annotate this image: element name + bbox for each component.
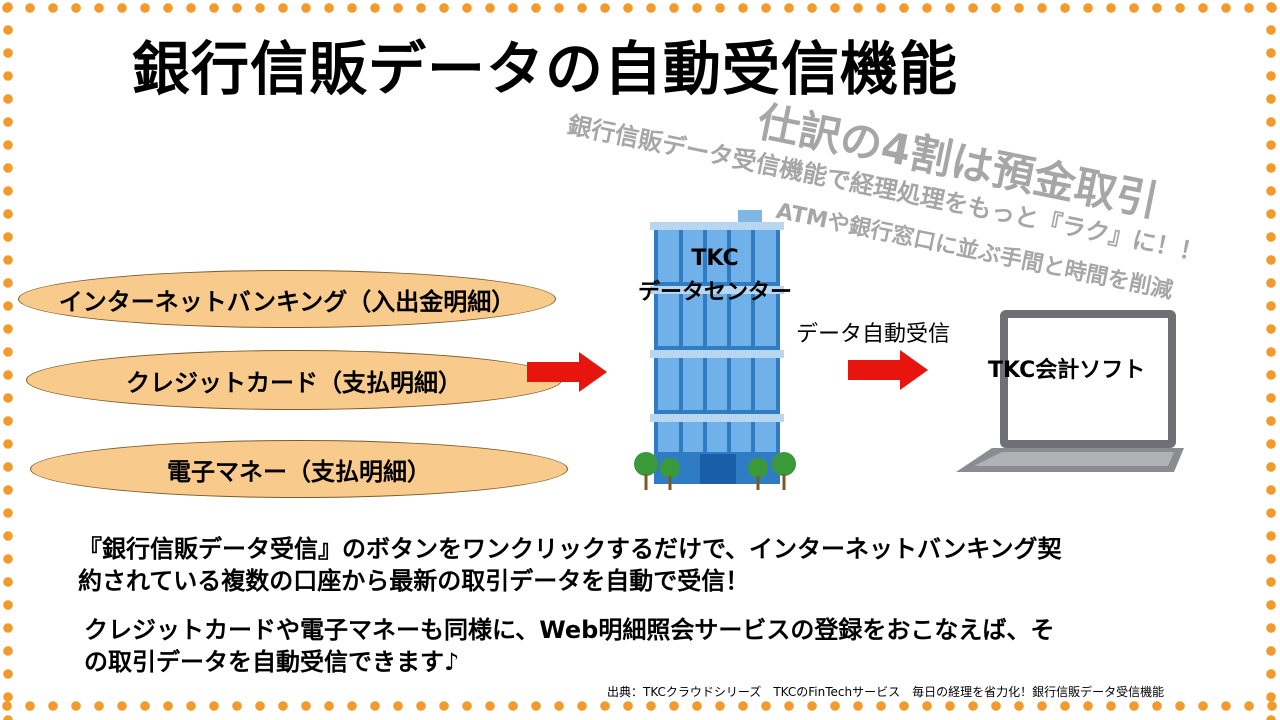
paragraph-line: の取引データを自動受信できます♪ — [84, 648, 460, 676]
border-dots-left — [1, 0, 15, 720]
border-dots-bottom — [0, 699, 1280, 713]
border-dots-right — [1264, 0, 1278, 720]
paragraph-line: 約されている複数の口座から最新の取引データを自動で受信！ — [78, 567, 750, 595]
transfer-label: データ自動受信 — [796, 322, 951, 347]
paragraph-line: クレジットカードや電子マネーも同様に、Web明細照会サービスの登録をおこなえば、… — [84, 616, 1055, 644]
laptop-icon — [956, 310, 1184, 472]
source-oval-emoney: 電子マネー（支払明細） — [30, 440, 568, 498]
source-label: インターネットバンキング（入出金明細） — [58, 287, 516, 316]
source-note: 出典：TKCクラウドシリーズ TKCのFinTechサービス 毎日の経理を省力化… — [607, 685, 1165, 699]
source-oval-internet-banking: インターネットバンキング（入出金明細） — [18, 270, 556, 328]
paragraph-2: クレジットカードや電子マネーも同様に、Web明細照会サービスの登録をおこなえば、… — [84, 614, 1054, 678]
paragraph-1: 『銀行信販データ受信』のボタンをワンクリックするだけで、インターネットバンキング… — [78, 533, 1062, 597]
building-icon — [634, 210, 796, 490]
arrow-right-icon — [527, 352, 607, 392]
source-oval-credit-card: クレジットカード（支払明細） — [26, 350, 562, 410]
datacenter-label-line2: データセンター — [637, 280, 792, 305]
datacenter-label-line1: TKC — [691, 246, 739, 271]
border-dots-top — [0, 1, 1280, 15]
slide-title: 銀行信販データの自動受信機能 — [132, 35, 959, 103]
source-label: クレジットカード（支払明細） — [126, 368, 462, 397]
paragraph-line: 『銀行信販データ受信』のボタンをワンクリックするだけで、インターネットバンキング… — [78, 535, 1062, 563]
arrow-right-icon — [848, 350, 928, 390]
software-label: TKC会計ソフト — [988, 358, 1146, 383]
source-label: 電子マネー（支払明細） — [167, 457, 431, 486]
